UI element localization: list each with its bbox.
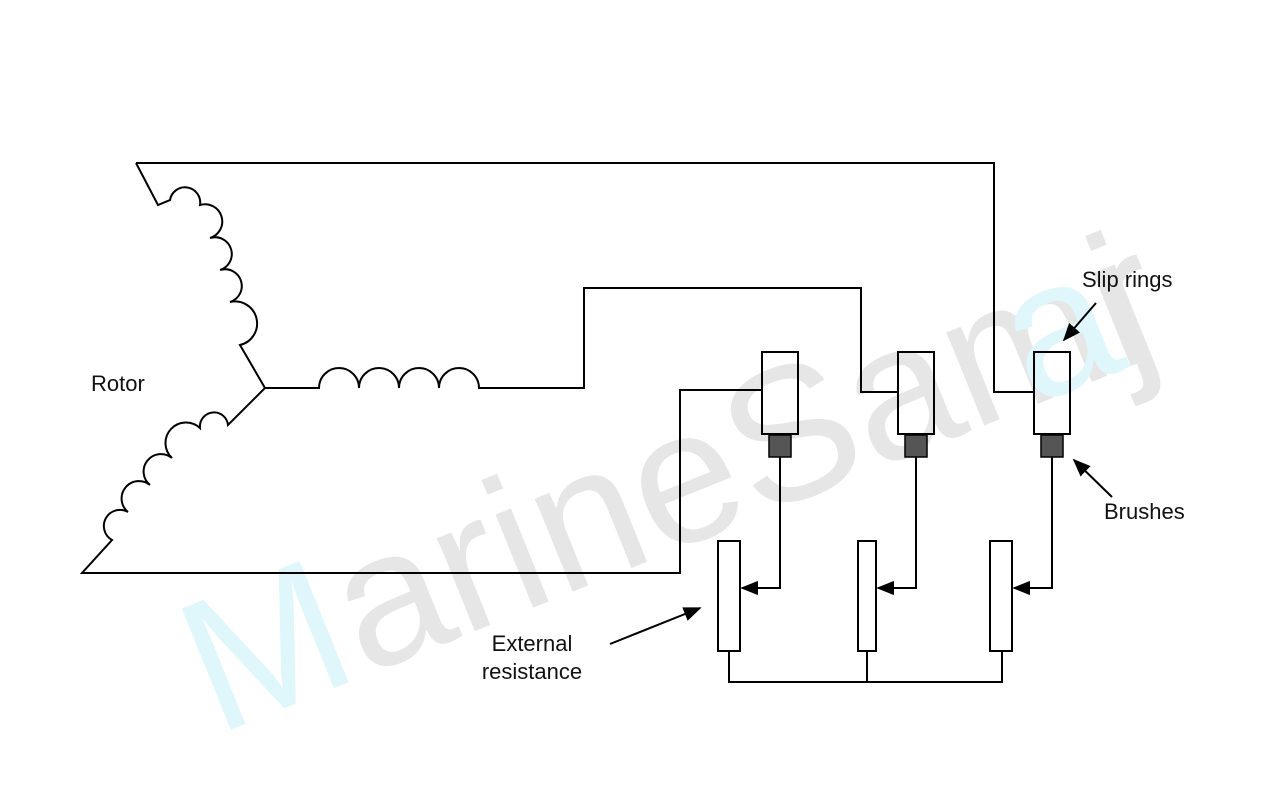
resistor-3 [989, 540, 1013, 652]
slip-ring-1 [761, 351, 799, 435]
brush-1 [768, 434, 792, 458]
slip-rings-pointer [1062, 302, 1097, 342]
brushes-label: Brushes [1104, 499, 1185, 524]
resistor-2 [857, 540, 877, 652]
pointer-arrows [609, 302, 1113, 645]
external-resistance-pointer [609, 607, 702, 645]
resistor-star-connection [728, 651, 1003, 683]
brush-leads [740, 457, 1053, 596]
top-wire [136, 162, 1034, 393]
slip-ring-2 [897, 351, 935, 435]
brushes-pointer [1072, 458, 1113, 498]
brush-3 [1040, 434, 1064, 458]
lead-2 [876, 457, 917, 596]
slip-ring-3 [1033, 351, 1071, 435]
rotor-coil-lower [79, 387, 762, 574]
watermark: M arineSamr a j [152, 189, 1192, 774]
brush-2 [904, 434, 928, 458]
slip-rings [761, 351, 1071, 435]
lead-3 [1012, 457, 1053, 596]
rotor-winding [79, 162, 1034, 574]
lead-1 [740, 457, 781, 596]
rotor-coil-upper [135, 162, 266, 389]
rotor-coil-middle [265, 287, 897, 393]
rotor-label: Rotor [91, 371, 145, 396]
slip-rings-label: Slip rings [1082, 267, 1172, 292]
external-resistors [717, 540, 1013, 683]
external-resistance-label-line1: External [492, 631, 573, 656]
external-resistance-label-line2: resistance [482, 659, 582, 684]
